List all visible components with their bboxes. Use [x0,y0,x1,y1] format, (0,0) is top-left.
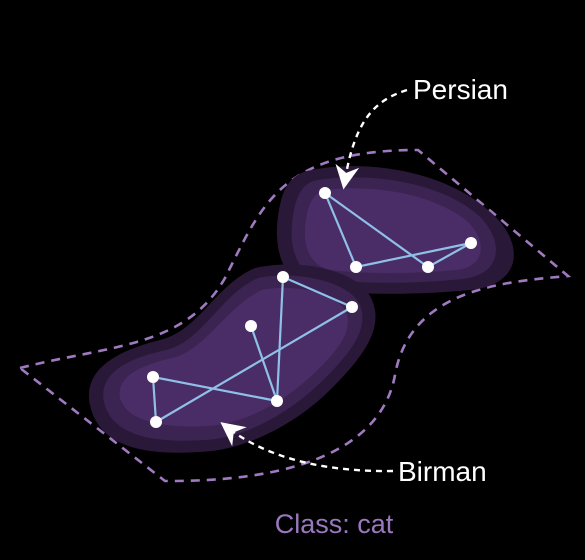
birman-graph-edges [151,275,353,423]
graph-node [245,320,257,332]
persian-arrow [335,88,408,190]
birman-nodes [147,271,358,428]
birman-edge [151,376,158,423]
persian-edge [355,241,472,269]
graph-node [465,237,477,249]
birman-edge [155,306,353,423]
birman-edge [275,276,285,402]
graph-node [350,261,362,273]
graph-node [319,187,331,199]
persian-cluster-region [276,166,514,294]
persian-edge [323,192,358,268]
birman-arrow [220,422,394,473]
graph-node [422,261,434,273]
birman-cluster-region [88,264,376,453]
class-label: Class: cat [275,509,394,539]
graph-node [277,271,289,283]
graph-node [147,371,159,383]
persian-edge [427,242,472,268]
persian-label: Persian [413,74,508,105]
persian-nodes [319,187,477,273]
persian-graph-edges [323,192,472,269]
class-manifold-outline [17,148,572,483]
birman-edge [152,375,278,403]
graph-node [346,301,358,313]
birman-label: Birman [398,456,487,487]
birman-edge [249,325,279,402]
birman-edge [282,275,353,309]
graph-node [271,395,283,407]
graph-node [150,416,162,428]
